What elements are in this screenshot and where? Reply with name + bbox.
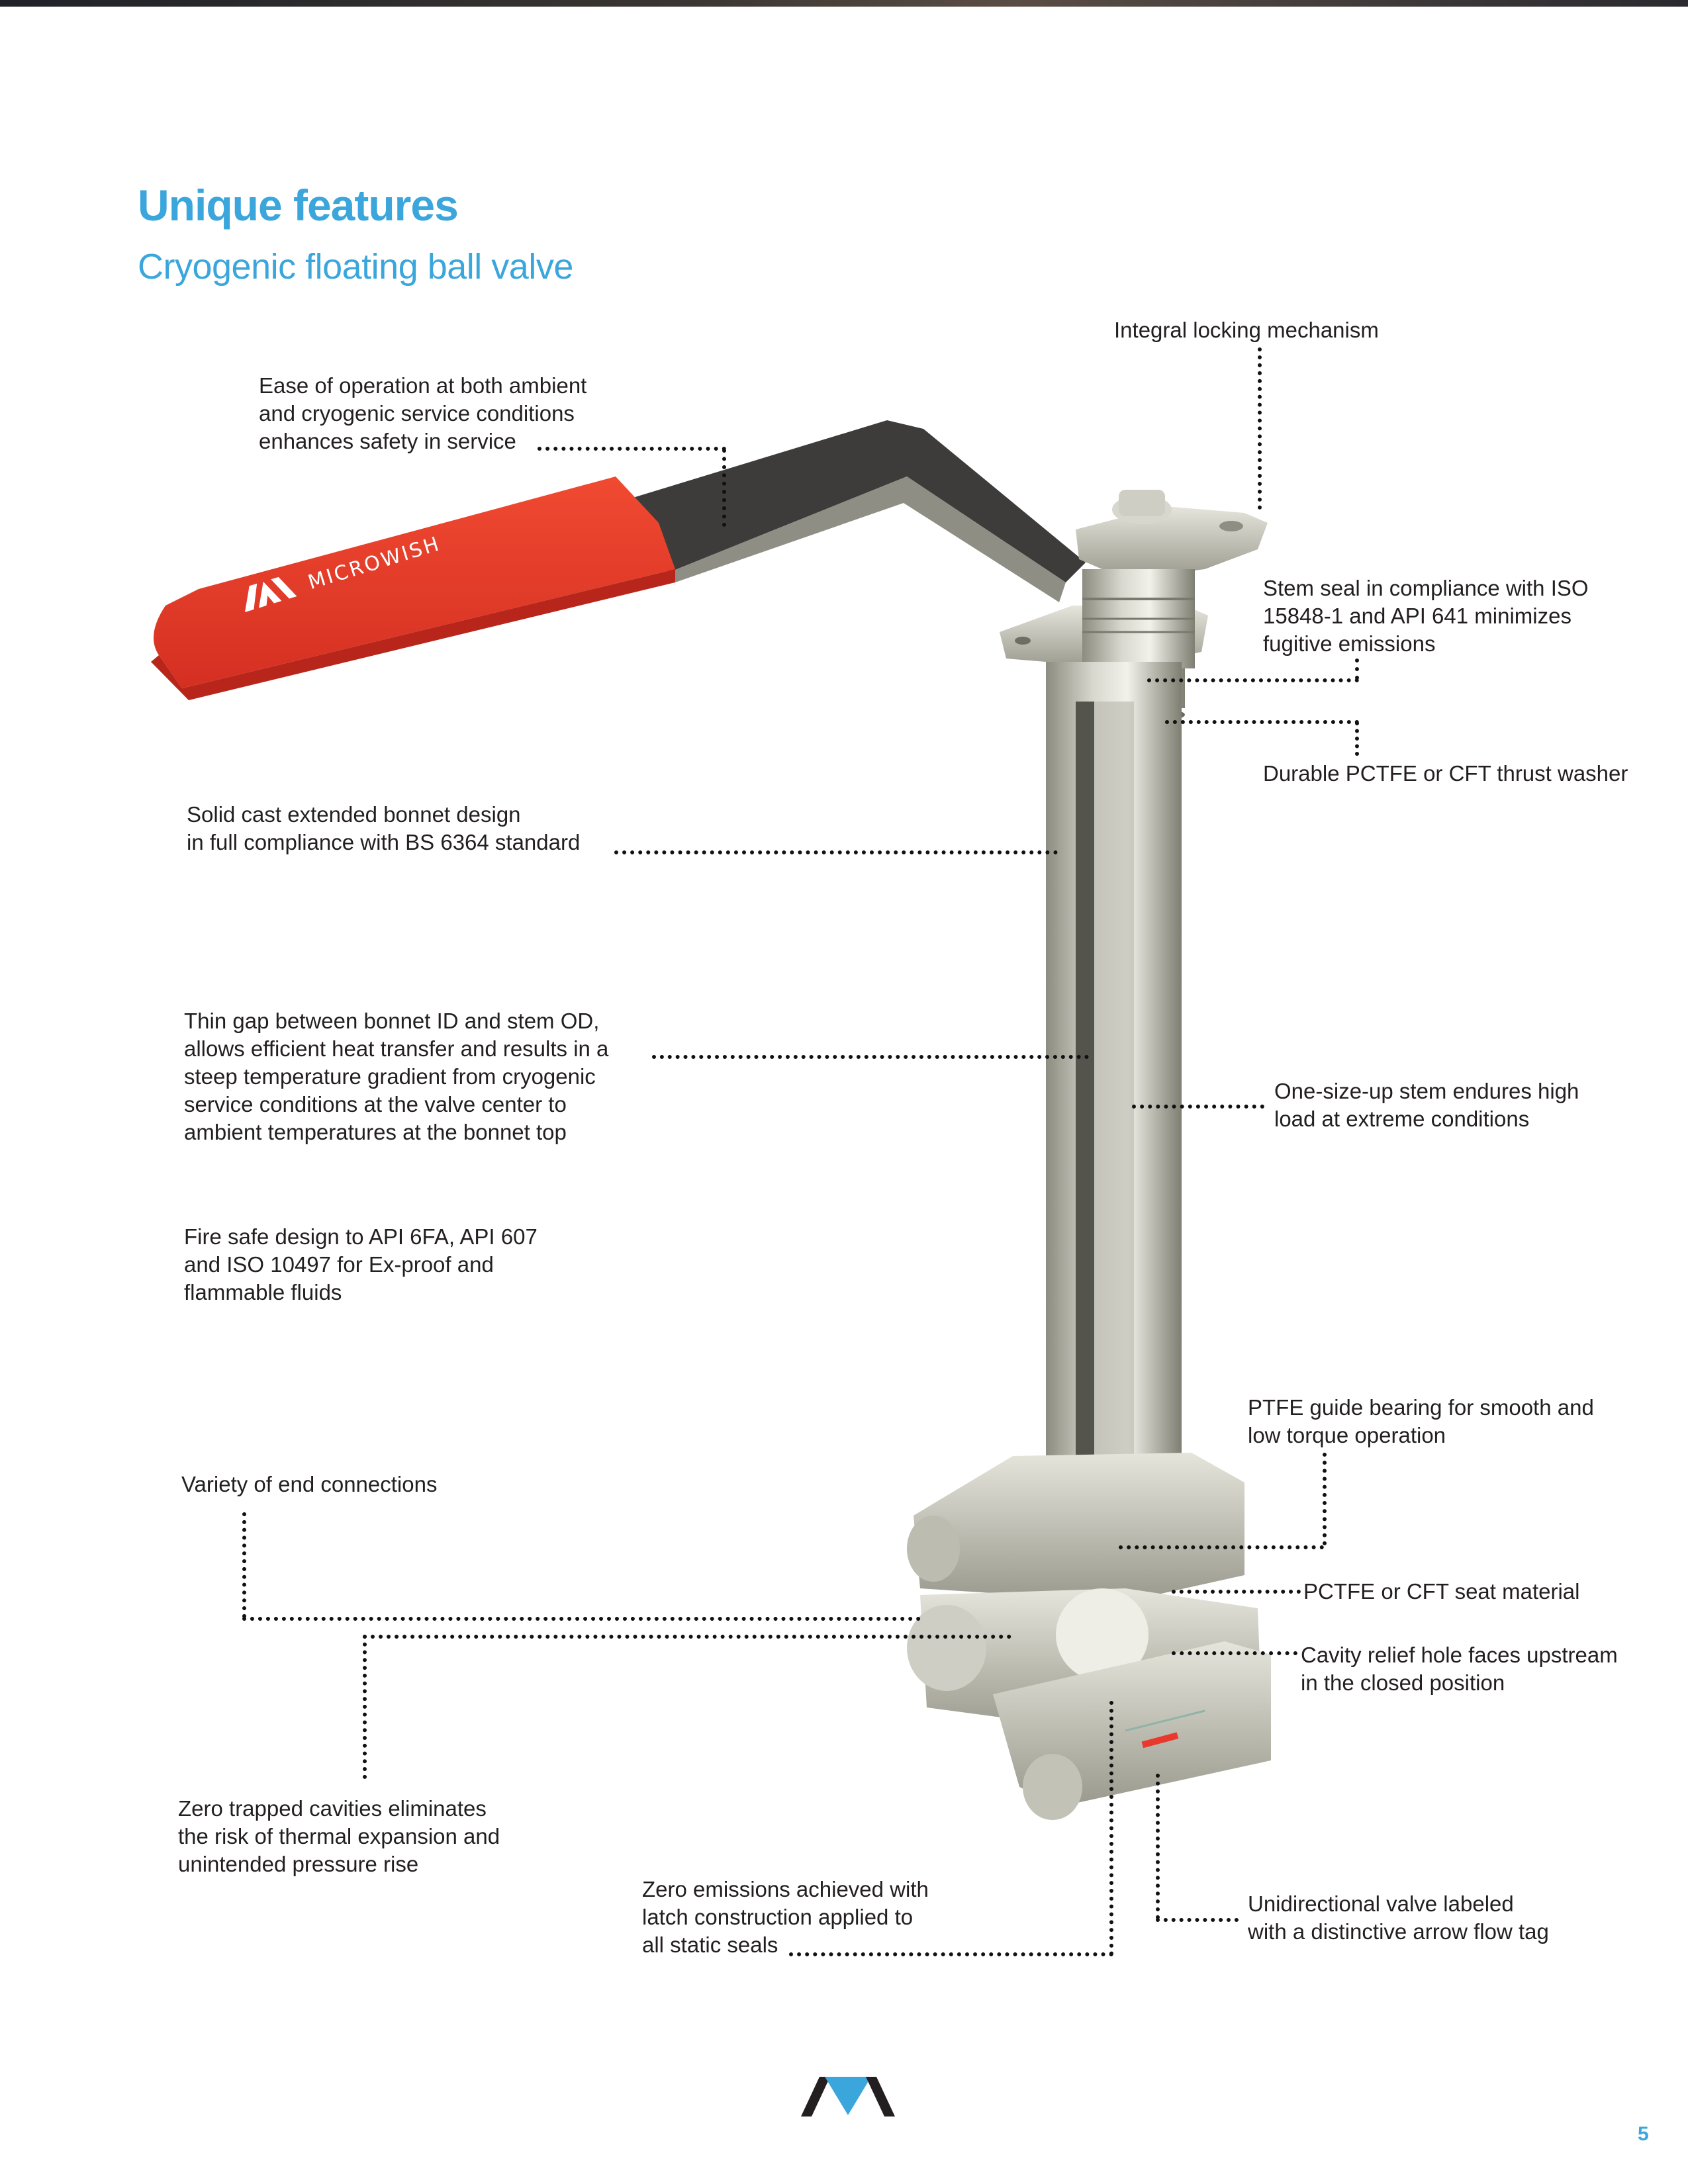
callout-unidirectional: Unidirectional valve labeled with a dist… bbox=[1248, 1891, 1549, 1944]
leader-ease-h bbox=[538, 447, 726, 451]
leader-bonnet-h bbox=[614, 850, 1058, 854]
leader-gap-h bbox=[652, 1055, 1089, 1059]
leader-ends-h bbox=[242, 1617, 921, 1621]
callout-ease-of-operation: Ease of operation at both ambient and cr… bbox=[259, 373, 587, 453]
valve-body bbox=[907, 1453, 1271, 1820]
callout-zero-trapped-cavities: Zero trapped cavities eliminates the ris… bbox=[178, 1796, 500, 1876]
leader-stem-h bbox=[1132, 1105, 1264, 1109]
callout-zero-emissions: Zero emissions achieved with latch const… bbox=[642, 1877, 929, 1957]
callout-thin-gap: Thin gap between bonnet ID and stem OD, … bbox=[184, 1009, 609, 1144]
leader-locking-v bbox=[1258, 347, 1262, 510]
callout-integral-locking: Integral locking mechanism bbox=[1114, 318, 1379, 342]
callout-stem-seal: Stem seal in compliance with ISO 15848-1… bbox=[1263, 576, 1589, 656]
leader-guide-v bbox=[1323, 1453, 1327, 1545]
leader-seat-h bbox=[1172, 1590, 1301, 1594]
page-subtitle: Cryogenic floating ball valve bbox=[138, 247, 573, 287]
leader-ends-v bbox=[242, 1512, 246, 1618]
extended-bonnet bbox=[1046, 662, 1182, 1522]
page-title: Unique features bbox=[138, 181, 459, 230]
page-number: 5 bbox=[1638, 2123, 1649, 2145]
leader-trapped-h bbox=[363, 1635, 1011, 1639]
leader-washer-v bbox=[1355, 721, 1359, 756]
lever-handle: MICROWISH bbox=[151, 420, 1086, 700]
callout-end-connections: Variety of end connections bbox=[181, 1472, 438, 1496]
leader-trapped-v bbox=[363, 1635, 367, 1779]
page-top-edge bbox=[0, 0, 1688, 7]
leader-stemseal-h bbox=[1147, 678, 1359, 682]
leader-stemseal-v bbox=[1355, 659, 1359, 680]
ava-logo-icon bbox=[801, 2077, 895, 2116]
callout-solid-cast-bonnet: Solid cast extended bonnet design in ful… bbox=[187, 802, 581, 854]
leader-unidirectional-v bbox=[1156, 1774, 1160, 1919]
callout-thrust-washer: Durable PCTFE or CFT thrust washer bbox=[1263, 761, 1628, 786]
callout-ptfe-guide-bearing: PTFE guide bearing for smooth and low to… bbox=[1248, 1395, 1594, 1447]
leader-washer-h bbox=[1165, 720, 1359, 724]
callout-seat-material: PCTFE or CFT seat material bbox=[1303, 1579, 1580, 1604]
leader-ease-v bbox=[722, 449, 726, 527]
leader-unidirectional-h bbox=[1156, 1918, 1239, 1922]
leader-guide-h bbox=[1119, 1545, 1324, 1549]
leader-emissions-v bbox=[1109, 1701, 1113, 1956]
callout-cavity-relief: Cavity relief hole faces upstream in the… bbox=[1301, 1643, 1618, 1695]
callout-fire-safe: Fire safe design to API 6FA, API 607 and… bbox=[184, 1224, 538, 1304]
leader-emissions-h bbox=[789, 1952, 1113, 1956]
leader-cavity-h bbox=[1172, 1651, 1297, 1655]
stem-head bbox=[1000, 490, 1268, 723]
callout-one-size-up-stem: One-size-up stem endures high load at ex… bbox=[1274, 1079, 1579, 1131]
